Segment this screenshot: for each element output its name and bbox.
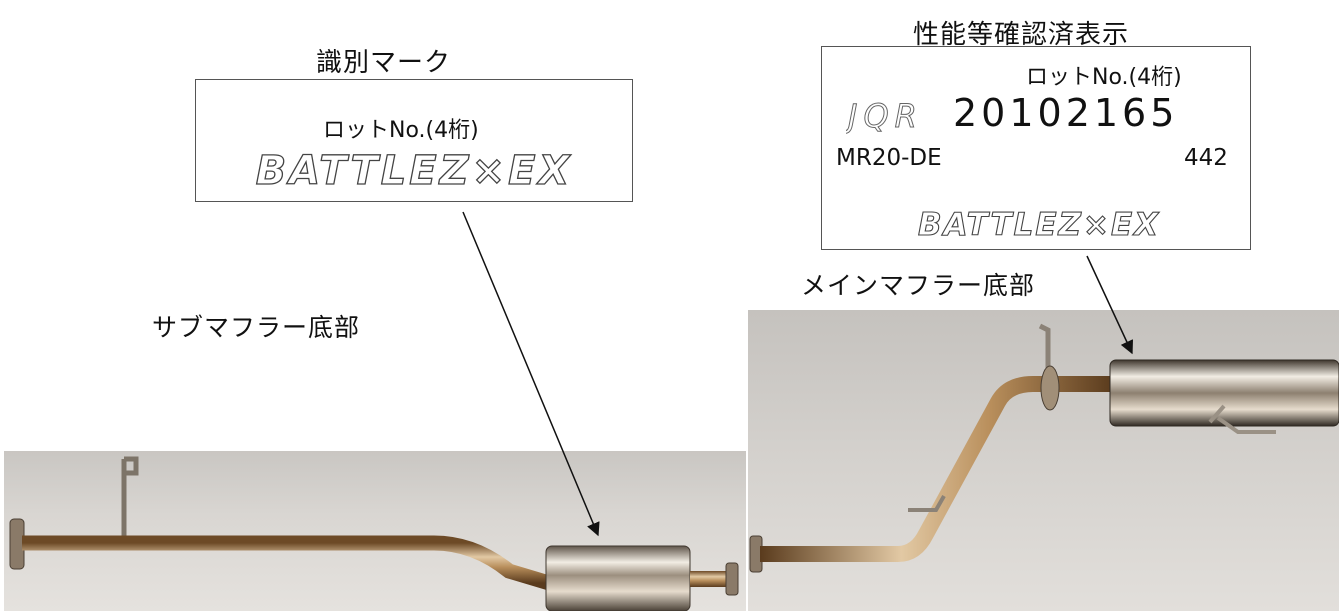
- svg-text:JQR: JQR: [846, 97, 923, 135]
- left-lot-number-label: ロットNo.(4桁): [323, 118, 479, 143]
- left-outlet-flange: [725, 562, 739, 596]
- performance-label-box: ロットNo.(4桁) JQR 20102165 MR20-DE 442 BATT…: [821, 46, 1251, 250]
- sub-muffler-pointer: [462, 211, 600, 537]
- main-muffler-body: [1109, 359, 1339, 427]
- main-muffler-hanger: [1208, 404, 1276, 434]
- svg-text:BATTLEZ×EX: BATTLEZ×EX: [918, 207, 1160, 243]
- left-hanger-bracket: [121, 456, 139, 541]
- right-pipe-collar: [1040, 365, 1060, 411]
- identification-mark-box: ロットNo.(4桁) BATTLEZ×EX: [195, 79, 633, 202]
- svg-text:BATTLEZ×EX: BATTLEZ×EX: [256, 148, 573, 192]
- right-pipe: [760, 376, 1113, 562]
- right-label-heading: 性能等確認済表示: [913, 20, 1130, 50]
- sub-muffler-bottom-label: サブマフラー底部: [152, 313, 361, 342]
- main-muffler-bottom-label: メインマフラー底部: [801, 271, 1036, 300]
- right-lot-number-label: ロットNo.(4桁): [1026, 65, 1182, 90]
- right-pipe-hanger: [908, 495, 946, 512]
- sub-muffler-photo: [4, 451, 746, 611]
- right-brand-logo: BATTLEZ×EX: [917, 206, 1160, 243]
- main-muffler-photo: [748, 310, 1339, 611]
- left-brand-logo: BATTLEZ×EX: [255, 147, 573, 192]
- left-pipe: [22, 535, 552, 591]
- engine-model: MR20-DE: [836, 145, 942, 171]
- model-code: 442: [1184, 145, 1228, 171]
- jqr-mark: JQR: [846, 97, 923, 136]
- main-muffler-pointer: [1086, 255, 1134, 355]
- left-label-heading: 識別マーク: [316, 48, 452, 78]
- serial-number: 20102165: [953, 91, 1179, 135]
